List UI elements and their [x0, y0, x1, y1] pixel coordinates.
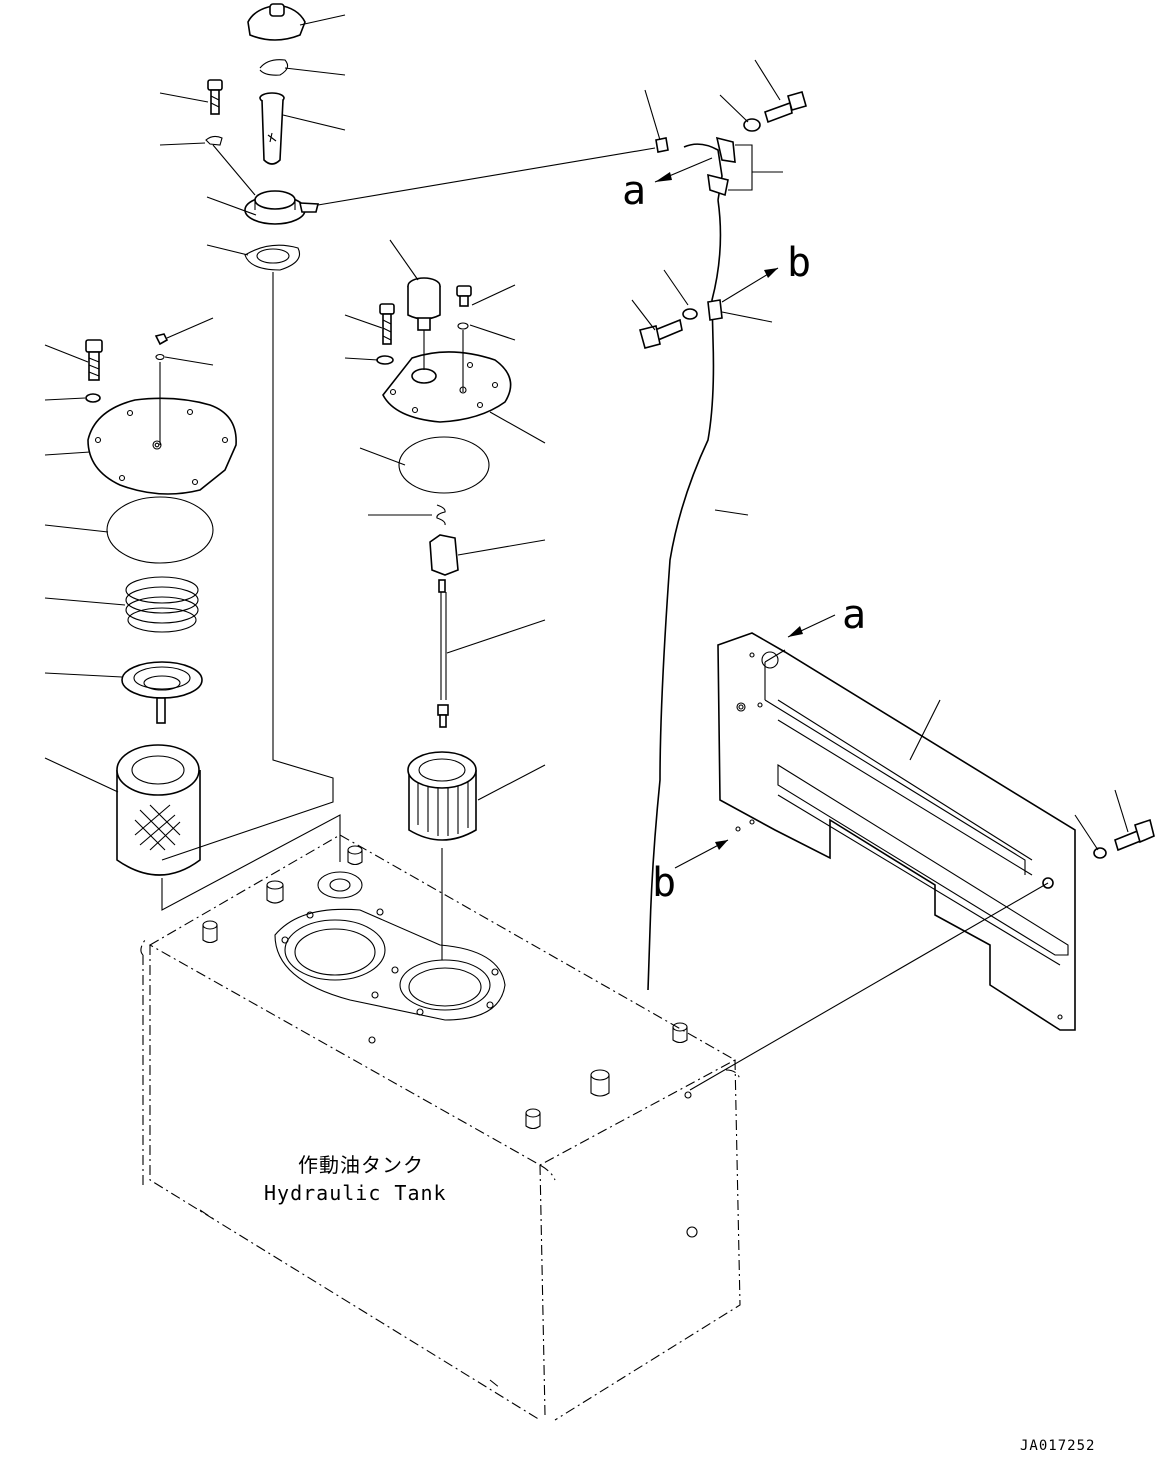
callout-a-top: a — [622, 168, 646, 214]
strainer-gasket — [106, 496, 214, 564]
strainer-element — [116, 744, 201, 876]
sensor-wire-harness — [639, 91, 807, 991]
mounting-bracket — [717, 632, 1076, 1031]
callout-b-top: b — [787, 240, 811, 286]
cover-bolt-left-icon — [85, 339, 103, 381]
filler-strainer-icon — [259, 92, 285, 165]
left-strainer-assembly — [85, 333, 237, 876]
relief-valve-icon — [407, 277, 441, 331]
filter-cover-plate — [382, 351, 512, 423]
breather-flange — [244, 190, 320, 225]
breather-assembly — [205, 3, 320, 271]
strainer-spring — [125, 576, 199, 633]
return-filter-assembly — [376, 277, 512, 841]
return-filter-element — [407, 751, 477, 841]
tank-label-jp: 作動油タンク — [298, 1153, 424, 1177]
bypass-rod — [437, 579, 449, 728]
callout-a-bracket: a — [842, 592, 866, 638]
callout-b-bracket: b — [652, 860, 676, 906]
tank-label-en: Hydraulic Tank — [264, 1181, 447, 1205]
leader-lines — [44, 14, 1129, 851]
breather-cap-icon — [247, 3, 306, 41]
assembly-lines — [159, 144, 1049, 1091]
strainer-cover-plate — [87, 397, 237, 495]
strainer-valve — [121, 661, 203, 724]
tank-bosses — [202, 845, 698, 1238]
hydraulic-tank: 作動油タンク Hydraulic Tank — [140, 834, 741, 1421]
tank-flange-plate — [274, 908, 506, 1021]
drawing-code: JA017252 — [1020, 1438, 1095, 1454]
callout-arrows — [654, 157, 836, 869]
